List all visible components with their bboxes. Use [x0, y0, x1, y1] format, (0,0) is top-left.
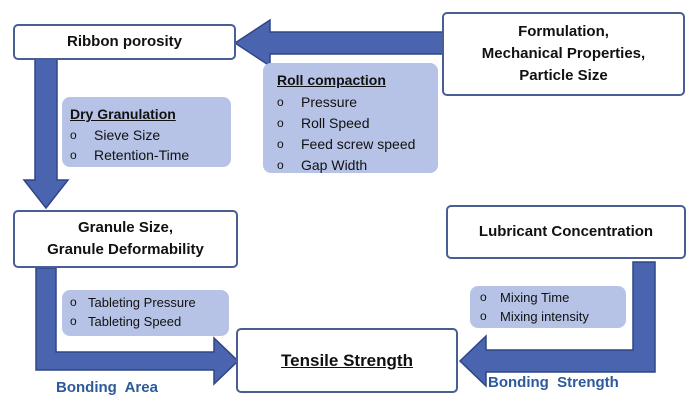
arrow-ribbon-to-granule	[22, 57, 70, 210]
bonding-strength-label: Bonding Strength	[488, 374, 619, 391]
arrow-formulation-to-ribbon	[233, 18, 445, 68]
bullet-icon: o	[277, 116, 284, 130]
formulation-line-1: Formulation,	[518, 23, 609, 40]
dry-granulation-title: Dry Granulation	[70, 106, 176, 122]
bullet-icon: o	[70, 314, 77, 328]
granule-size-box: Granule Size, Granule Deformability	[13, 210, 238, 268]
bullet-icon: o	[277, 158, 284, 172]
roll-compaction-title: Roll compaction	[277, 72, 386, 88]
bullet-icon: o	[480, 309, 487, 323]
bullet-icon: o	[277, 137, 284, 151]
arrow-lubricant-to-tensile	[458, 261, 656, 388]
formulation-line-3: Particle Size	[519, 67, 608, 84]
lubricant-label: Lubricant Concentration	[478, 223, 654, 240]
bullet-icon: o	[480, 290, 487, 304]
granule-size-line-1: Granule Size,	[77, 219, 174, 236]
bullet-icon: o	[277, 95, 284, 109]
granule-size-line-2: Granule Deformability	[47, 241, 204, 258]
bonding-area-label: Bonding Area	[56, 379, 158, 396]
tensile-strength-box: Tensile Strength	[236, 328, 458, 393]
arrow-granule-to-tensile	[35, 267, 240, 386]
tensile-strength-label: Tensile Strength	[281, 350, 413, 370]
bullet-icon: o	[70, 148, 77, 162]
ribbon-porosity-box: Ribbon porosity	[13, 24, 236, 60]
formulation-box: Formulation, Mechanical Properties, Part…	[442, 12, 685, 96]
ribbon-porosity-label: Ribbon porosity	[67, 33, 182, 50]
lubricant-box: Lubricant Concentration	[446, 205, 686, 259]
formulation-line-2: Mechanical Properties,	[481, 45, 646, 62]
bullet-icon: o	[70, 128, 77, 142]
bullet-icon: o	[70, 295, 77, 309]
